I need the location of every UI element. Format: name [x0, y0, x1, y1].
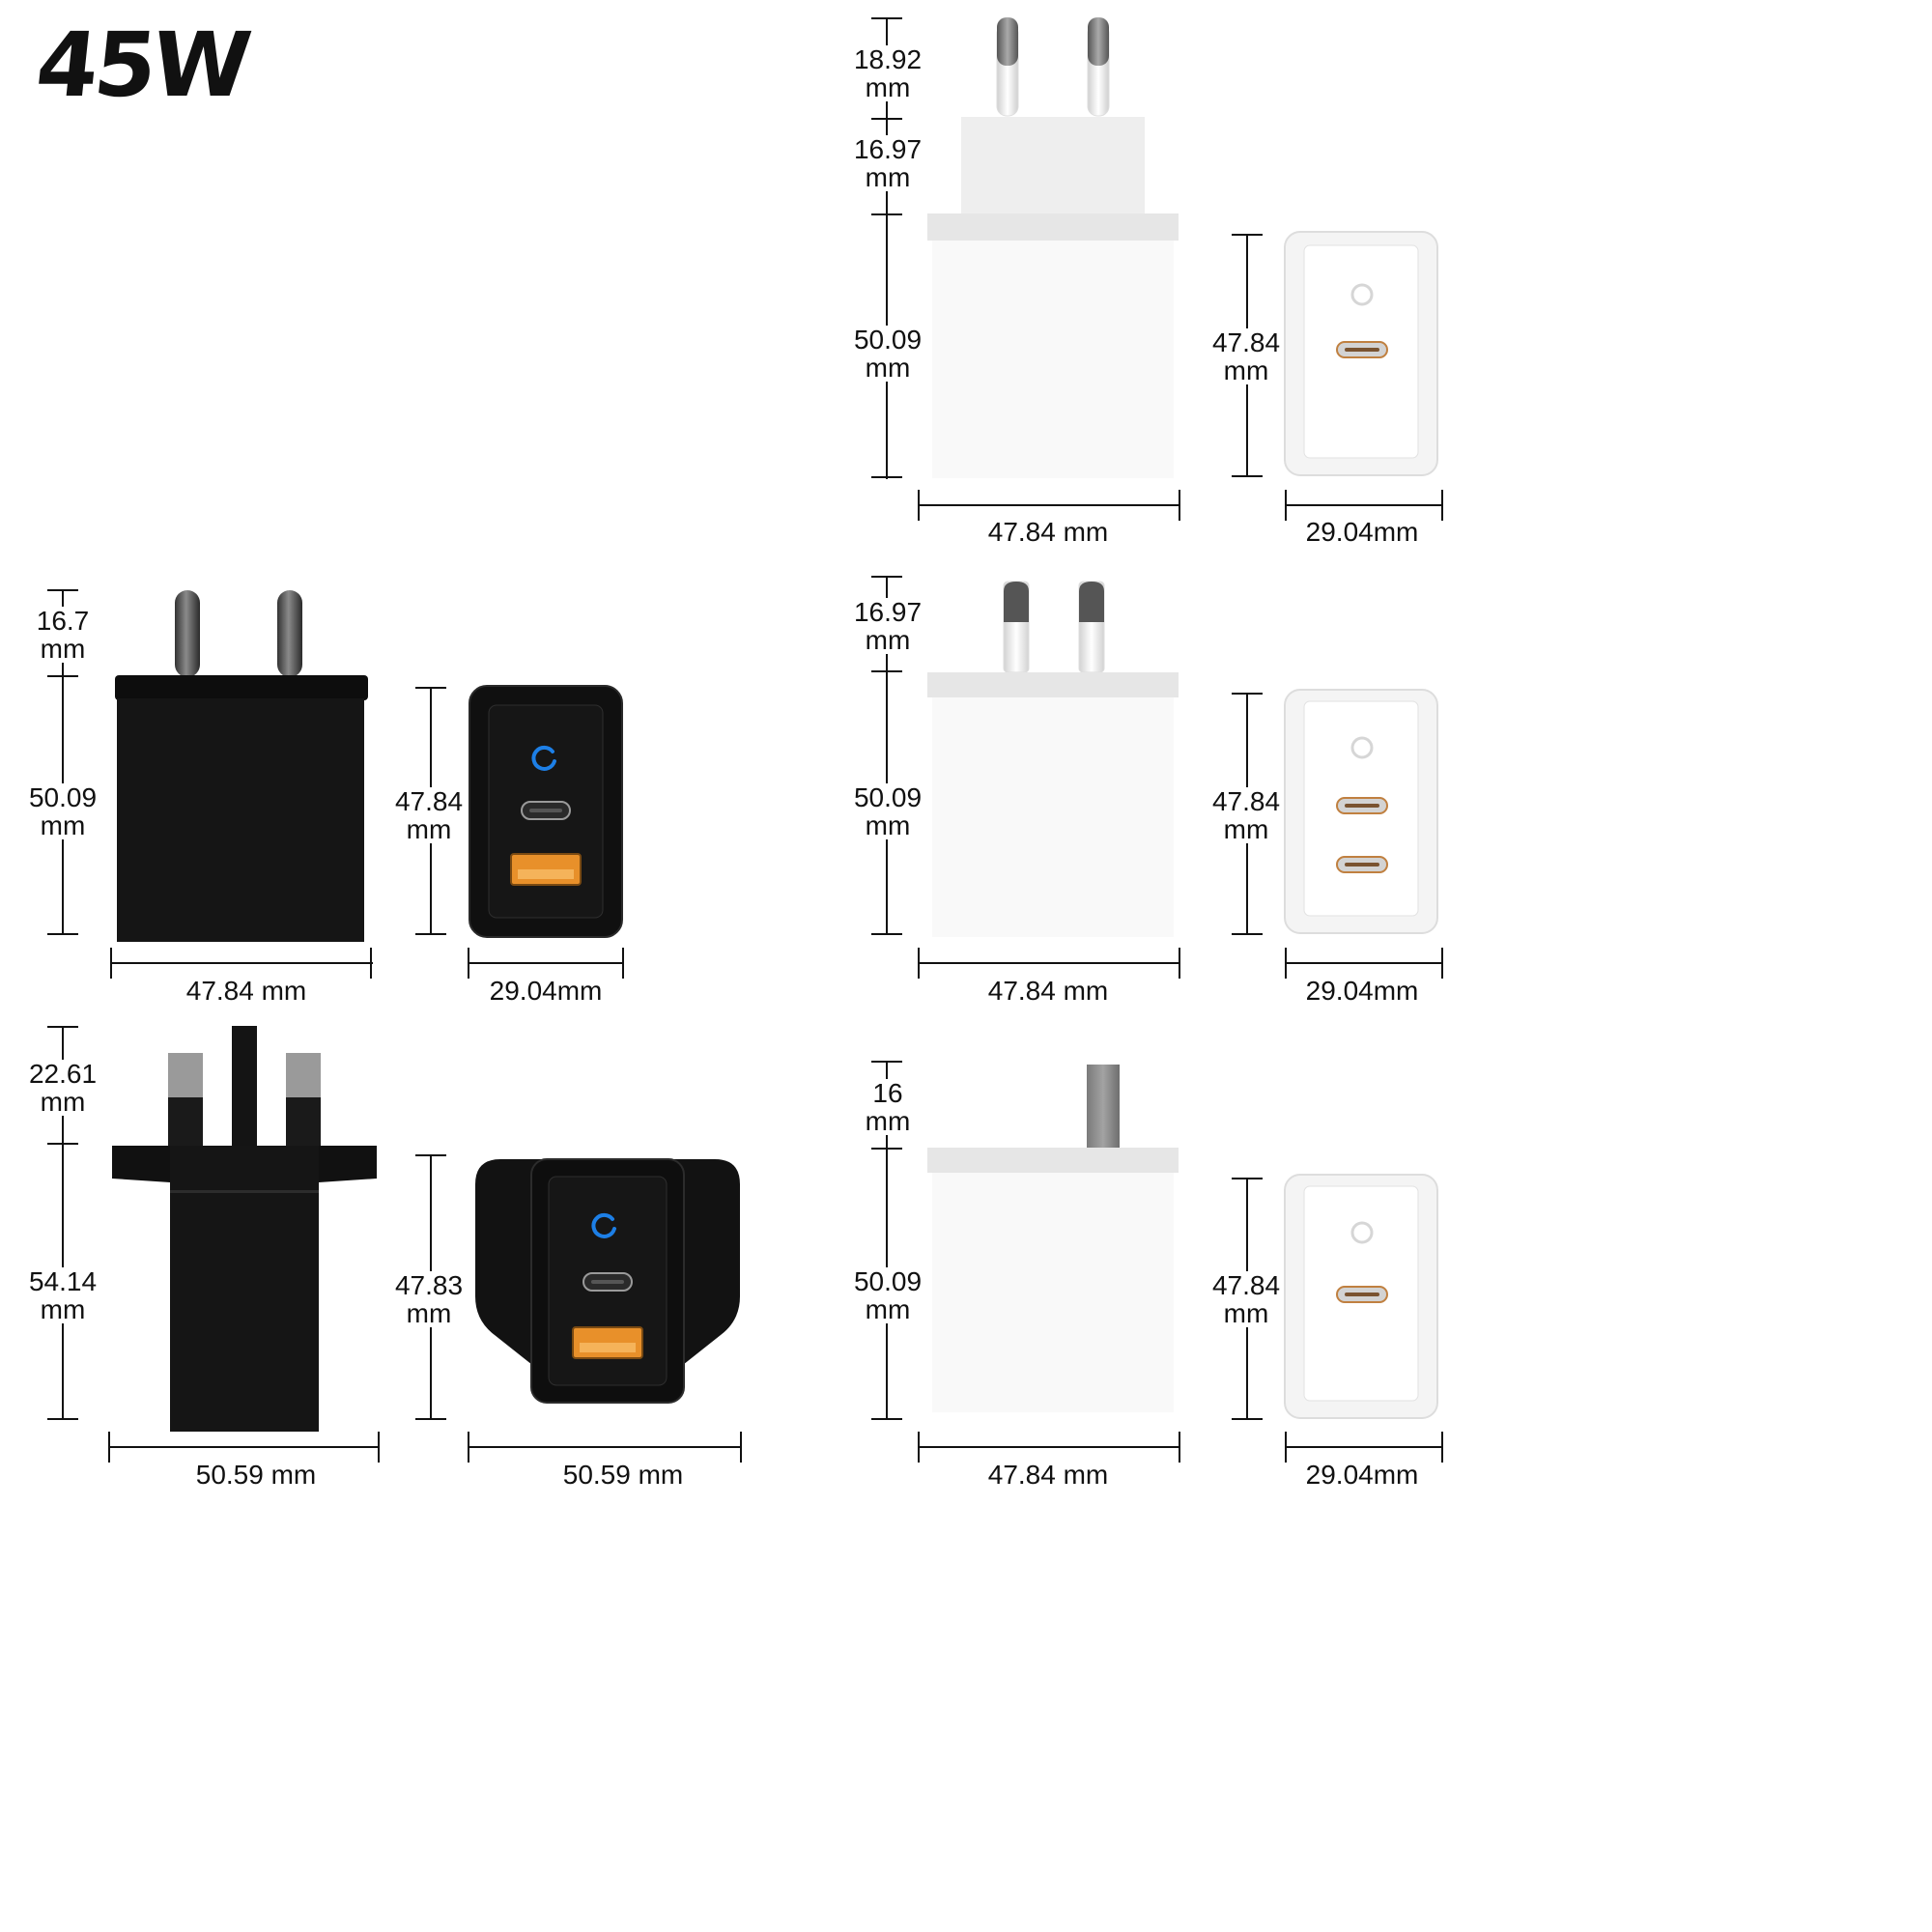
- uk-front-width-dimension-line: [468, 1446, 742, 1448]
- dimension-tick: [415, 1154, 446, 1156]
- uk-width-label: 50.59 mm: [195, 1460, 317, 1490]
- dimension-tick: [47, 933, 78, 935]
- us-front-width-dimension-line: [1285, 1446, 1443, 1448]
- eu-height-dimension-line: [886, 17, 888, 479]
- dimension-tick: [1441, 1432, 1443, 1463]
- au-charger-side-view: [927, 581, 1179, 937]
- dimension-tick: [370, 948, 372, 979]
- dimension-tick: [871, 1148, 902, 1150]
- eu-front-width-dimension-line: [1285, 504, 1443, 506]
- dimension-tick: [468, 948, 469, 979]
- dimension-tick: [47, 675, 78, 677]
- uk-front-width-label: 50.59 mm: [562, 1460, 684, 1490]
- dimension-tick: [1232, 1418, 1263, 1420]
- uk-charger-front-view: [475, 1158, 740, 1404]
- dimension-tick: [871, 213, 902, 215]
- dimension-tick: [871, 476, 902, 478]
- dimension-tick: [108, 1432, 110, 1463]
- uk-height-dimension-line: [62, 1026, 64, 1420]
- dimension-tick: [1232, 1178, 1263, 1179]
- dimension-tick: [871, 17, 902, 19]
- dimension-tick: [468, 1432, 469, 1463]
- dimension-tick: [1441, 948, 1443, 979]
- au-front-width-dimension-line: [1285, 962, 1443, 964]
- dimension-tick: [918, 948, 920, 979]
- us-front-width-label: 29.04mm: [1305, 1460, 1419, 1490]
- au-height-dimension-line: [886, 576, 888, 935]
- dimension-tick: [47, 1143, 78, 1145]
- dimension-tick: [1285, 1432, 1287, 1463]
- india-width-label: 47.84 mm: [185, 976, 307, 1006]
- dimension-tick: [1179, 1432, 1180, 1463]
- us-charger-front-view: [1284, 1174, 1438, 1419]
- india-front-width-label: 29.04mm: [489, 976, 603, 1006]
- dimension-tick: [415, 933, 446, 935]
- wattage-title: 45W: [31, 14, 253, 117]
- dimension-tick: [1232, 475, 1263, 477]
- au-charger-front-view: [1284, 689, 1438, 934]
- us-width-label: 47.84 mm: [987, 1460, 1109, 1490]
- dimension-tick: [47, 589, 78, 591]
- eu-front-width-label: 29.04mm: [1305, 517, 1419, 547]
- dimension-tick: [47, 1418, 78, 1420]
- dimension-tick: [415, 687, 446, 689]
- eu-charger-front-view: [1284, 231, 1438, 476]
- dimension-tick: [378, 1432, 380, 1463]
- india-charger-side-view: [115, 590, 368, 942]
- dimension-tick: [1232, 693, 1263, 695]
- dimension-tick: [622, 948, 624, 979]
- dimension-tick: [1285, 490, 1287, 521]
- dimension-tick: [110, 948, 112, 979]
- india-front-width-dimension-line: [468, 962, 624, 964]
- india-height-dimension-line: [62, 589, 64, 935]
- uk-width-dimension-line: [108, 1446, 380, 1448]
- dimension-tick: [1285, 948, 1287, 979]
- dimension-tick: [1441, 490, 1443, 521]
- dimension-tick: [47, 1026, 78, 1028]
- us-charger-side-view: [927, 1065, 1179, 1412]
- eu-charger-side-view: [927, 17, 1179, 478]
- dimension-tick: [871, 1061, 902, 1063]
- eu-width-label: 47.84 mm: [987, 517, 1109, 547]
- dimension-tick: [415, 1418, 446, 1420]
- us-width-dimension-line: [918, 1446, 1180, 1448]
- dimension-tick: [871, 933, 902, 935]
- eu-width-dimension-line: [918, 504, 1180, 506]
- dimension-tick: [1232, 933, 1263, 935]
- dimension-tick: [1232, 234, 1263, 236]
- india-width-dimension-line: [110, 962, 373, 964]
- dimension-tick: [1179, 948, 1180, 979]
- dimension-tick: [871, 576, 902, 578]
- dimension-tick: [871, 670, 902, 672]
- us-height-dimension-line: [886, 1061, 888, 1420]
- dimension-tick: [918, 1432, 920, 1463]
- dimension-tick: [918, 490, 920, 521]
- dimension-tick: [871, 1418, 902, 1420]
- dimension-tick: [1179, 490, 1180, 521]
- au-front-width-label: 29.04mm: [1305, 976, 1419, 1006]
- au-width-dimension-line: [918, 962, 1180, 964]
- dimension-tick: [871, 118, 902, 120]
- uk-charger-side-view: [112, 1026, 377, 1432]
- dimension-tick: [740, 1432, 742, 1463]
- au-width-label: 47.84 mm: [987, 976, 1109, 1006]
- india-charger-front-view: [469, 685, 623, 938]
